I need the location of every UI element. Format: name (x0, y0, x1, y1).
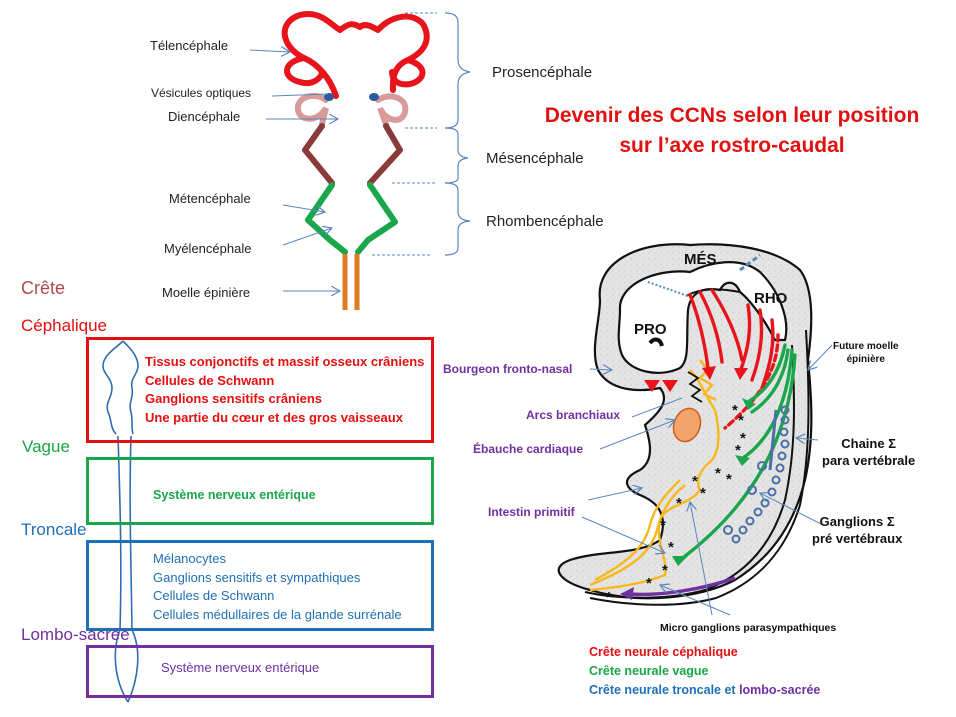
svg-text:*: * (660, 517, 666, 534)
diencephalon-left (294, 92, 329, 127)
label-ganglions-line2: pré vertébraux (812, 531, 903, 546)
svg-text:*: * (692, 473, 698, 490)
svg-text:*: * (662, 562, 668, 579)
label-micro-ganglions: Micro ganglions parasympathiques (660, 622, 837, 634)
diencephalon-right (375, 93, 409, 127)
label-future-moelle: Future moelle épinière (833, 340, 899, 366)
derivatives-box-troncale (86, 540, 434, 631)
label-mesencephale: Mésencéphale (486, 150, 584, 167)
label-prosencephale: Prosencéphale (492, 64, 593, 81)
label-vesicules-optiques: Vésicules optiques (151, 86, 252, 100)
parasympathetic-ganglia-asterisks: ** ** ** ** ** ** ** (606, 402, 746, 606)
label-metencephale: Métencéphale (169, 191, 251, 206)
derivatives-list-lombo-sacree: Système nerveux entérique (161, 659, 319, 678)
vesicle-label-rho: RHO (754, 290, 788, 307)
sympathetic-chain (723, 405, 790, 544)
derivative-item: Système nerveux entérique (153, 488, 316, 502)
label-future-moelle-line2: épinière (846, 354, 885, 365)
svg-text:*: * (726, 471, 732, 488)
svg-text:*: * (668, 539, 674, 556)
label-chaine-line1: Chaine Σ (841, 436, 896, 451)
embryo-diagram: ** ** ** ** ** ** ** (557, 243, 833, 616)
derivative-item: Système nerveux entérique (161, 660, 320, 675)
vagal-crest-arrowheads (672, 398, 756, 566)
derivative-item: Cellules de Schwann (153, 588, 275, 603)
label-moelle-epiniere: Moelle épinière (162, 285, 251, 300)
svg-text:*: * (735, 442, 741, 459)
legend-item-troncale-lombo: Crête neurale troncale et lombo-sacrée (589, 681, 820, 700)
brain-pointer-arrows (249, 50, 340, 291)
rhombencephalon-left (305, 182, 348, 255)
derivative-item: Ganglions sensitifs et sympathiques (153, 569, 361, 585)
label-intestin-primitif: Intestin primitif (488, 505, 575, 519)
brain-diagram (249, 10, 471, 310)
legend-item-troncale: Crête neurale troncale et (589, 683, 736, 697)
derivative-item: Tissus conjonctifs et massif osseux crân… (145, 354, 425, 369)
label-arcs-branchiaux: Arcs branchiaux (526, 408, 621, 422)
title-line-1: Devenir des CCNs selon leur position (544, 104, 920, 127)
label-future-moelle-line1: Future moelle (833, 341, 899, 352)
svg-text:*: * (740, 430, 746, 447)
label-telencephale: Télencéphale (150, 38, 229, 53)
legend-item-cephalique: Crête neurale céphalique (589, 645, 738, 659)
crest-level-lombo-sacree: Lombo-sacrée (21, 625, 130, 644)
derivatives-box-lombo-sacree (86, 645, 434, 698)
derivative-item: Cellules médullaires de la glande surrén… (153, 606, 402, 622)
label-rhombencephale: Rhombencéphale (486, 213, 604, 230)
svg-text:*: * (676, 495, 682, 512)
telencephalon-outline (281, 10, 430, 99)
label-chaine-line2: para vertébrale (822, 453, 916, 468)
label-ganglions-pre-vertebraux: Ganglions Σ pré vertébraux (812, 513, 902, 547)
derivative-item: Ganglions sensitifs crâniens (145, 391, 322, 406)
derivative-item: Une partie du cœur et des gros vaisseaux (145, 409, 403, 425)
page-title: Devenir des CCNs selon leur position sur… (520, 101, 944, 161)
crest-level-cephalique: Céphalique (21, 316, 108, 335)
legend-item-vague: Crête neurale vague (589, 664, 709, 678)
legend: Crête neurale céphalique Crête neurale v… (589, 643, 820, 700)
legend-item-lombo-sacree: lombo-sacrée (739, 683, 821, 697)
gut-tube (589, 359, 720, 592)
derivatives-list-troncale: Mélanocytes Ganglions sensitifs et sympa… (153, 550, 402, 624)
derivatives-box-cephalique (86, 337, 434, 443)
title-line-2: sur l’axe rostro-caudal (619, 134, 845, 157)
level-dashes (372, 12, 437, 256)
rhombencephalon-right (355, 182, 398, 255)
mesencephalon-left (302, 123, 335, 186)
label-chaine-para-vertebrale: Chaine Σ para vertébrale (822, 435, 915, 469)
svg-text:*: * (700, 485, 706, 502)
svg-text:*: * (738, 412, 744, 429)
derivatives-list-cephalique: Tissus conjonctifs et massif osseux crân… (145, 353, 424, 427)
optic-vesicle-left (324, 93, 334, 101)
svg-text:*: * (646, 575, 652, 592)
neural-tube-drawing (102, 340, 139, 703)
crest-heading: Crête (21, 278, 66, 298)
crest-level-vague: Vague (22, 437, 70, 456)
svg-text:*: * (715, 465, 721, 482)
vesicle-label-pro: PRO (634, 321, 667, 338)
derivative-item: Cellules de Schwann (145, 372, 275, 388)
derivatives-box-vague (86, 457, 434, 525)
mesencephalon-right (367, 123, 403, 186)
label-diencephale: Diencéphale (168, 109, 241, 124)
derivatives-list-vague: Système nerveux entérique (153, 486, 316, 505)
label-ebauche-cardiaque: Ébauche cardiaque (473, 442, 584, 456)
region-brackets (444, 12, 471, 256)
crest-level-troncale: Troncale (21, 520, 87, 539)
svg-text:*: * (732, 402, 738, 419)
svg-text:*: * (606, 589, 612, 606)
optic-vesicle-right (369, 93, 379, 101)
label-myelencephale: Myélencéphale (164, 241, 252, 256)
embryo-pointer-arrows (581, 344, 833, 616)
derivative-item: Mélanocytes (153, 551, 226, 566)
cephalic-crest-arrowheads (644, 366, 748, 392)
lumbosacral-crest-arrow (629, 576, 736, 597)
cephalic-crest-arrows (688, 288, 780, 430)
label-ganglions-line1: Ganglions Σ (819, 514, 895, 529)
label-bourgeon-fronto-nasal: Bourgeon fronto-nasal (443, 362, 573, 376)
vesicle-label-mes: MÉS (684, 251, 717, 268)
